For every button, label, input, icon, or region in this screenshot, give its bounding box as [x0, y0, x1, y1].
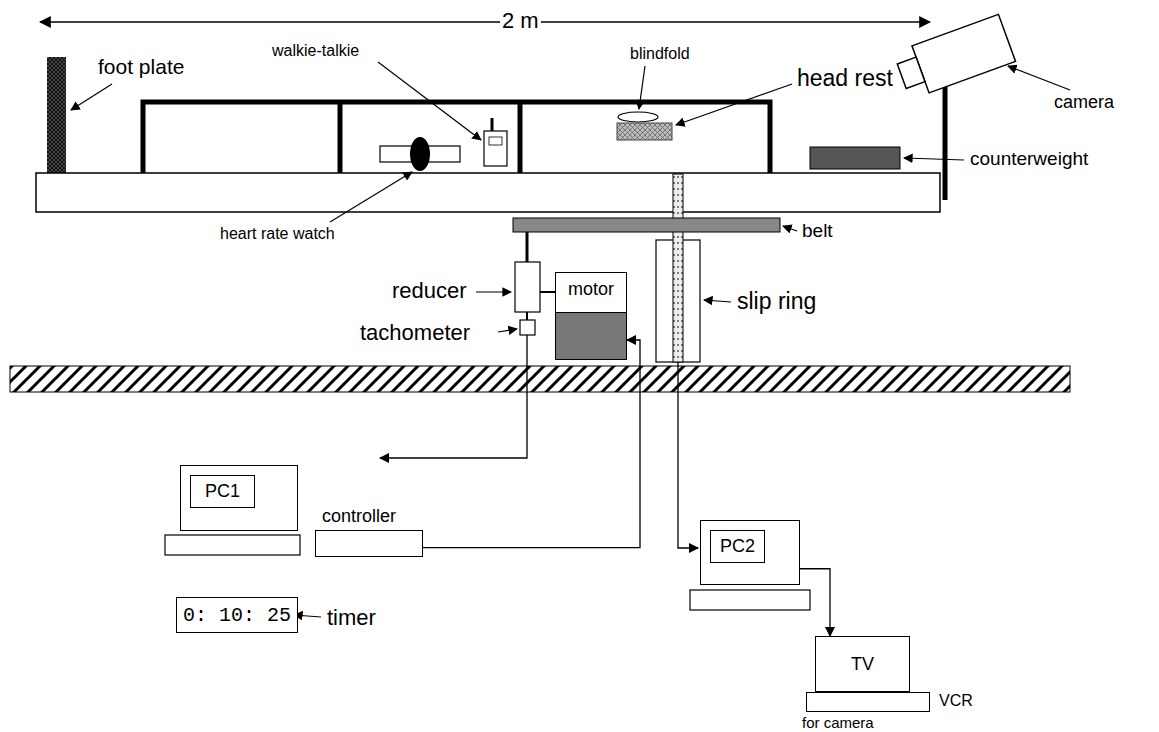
antenna: [491, 118, 494, 132]
tv-box: TV: [815, 636, 910, 692]
leader-lines: [71, 62, 1070, 617]
keyboard: [165, 535, 300, 555]
vcr-box: VCR: [806, 692, 930, 712]
node-text: PC1: [205, 481, 240, 502]
part-label: timer: [325, 605, 378, 630]
node-text: motor: [568, 273, 614, 300]
frame: [143, 102, 770, 173]
node-text: 0: 10: 25: [183, 604, 291, 627]
ground: [10, 366, 1070, 392]
timer-display: 0: 10: 25: [176, 597, 298, 633]
motor-box: motor: [555, 272, 627, 360]
connectors: [423, 340, 830, 636]
part-label: head rest: [795, 65, 895, 91]
motor-base: [556, 312, 626, 359]
counterweight: [810, 147, 900, 169]
shaft: [673, 174, 683, 362]
signal-wire: [423, 340, 640, 548]
head-rest: [617, 123, 672, 140]
blindfold: [618, 112, 658, 122]
slip-ring-wire: [678, 362, 698, 548]
tachometer: [520, 320, 535, 335]
part-label: tachometer: [358, 320, 472, 345]
part-label: blindfold: [628, 45, 692, 63]
part-label: camera: [1052, 92, 1116, 113]
monitor-screen: PC2: [710, 530, 765, 563]
signal-wire: [800, 569, 830, 636]
part-label: foot plate: [96, 55, 186, 79]
reducer: [515, 262, 540, 312]
walkie-talkie: [484, 131, 507, 166]
bed: [36, 173, 940, 212]
belt: [513, 218, 780, 232]
camera: [893, 14, 1015, 99]
part-label: 2 m: [500, 8, 541, 33]
watch-face: [410, 137, 430, 171]
part-label: heart rate watch: [218, 225, 337, 243]
controller-box: controller: [315, 530, 423, 557]
keyboard: [690, 590, 810, 610]
part-label: counterweight: [968, 148, 1090, 170]
node-text: PC2: [720, 536, 755, 557]
part-label: for camera: [800, 714, 876, 731]
dimension-line: [40, 21, 930, 23]
node-text: VCR: [939, 692, 973, 710]
monitor-screen: PC1: [190, 475, 255, 508]
part-label: walkie-talkie: [270, 42, 361, 60]
foot-plate: [47, 57, 66, 173]
node-text: TV: [851, 654, 874, 675]
reducer-shaft: [526, 232, 529, 262]
node-text: controller: [322, 506, 396, 527]
computer-monitor: PC2: [700, 520, 800, 585]
tachometer-wire: [380, 335, 527, 458]
part-label: belt: [800, 220, 835, 242]
computer-monitor: PC1: [180, 465, 298, 531]
part-label: reducer: [390, 278, 469, 303]
part-label: slip ring: [735, 288, 818, 314]
coupling: [540, 291, 556, 293]
